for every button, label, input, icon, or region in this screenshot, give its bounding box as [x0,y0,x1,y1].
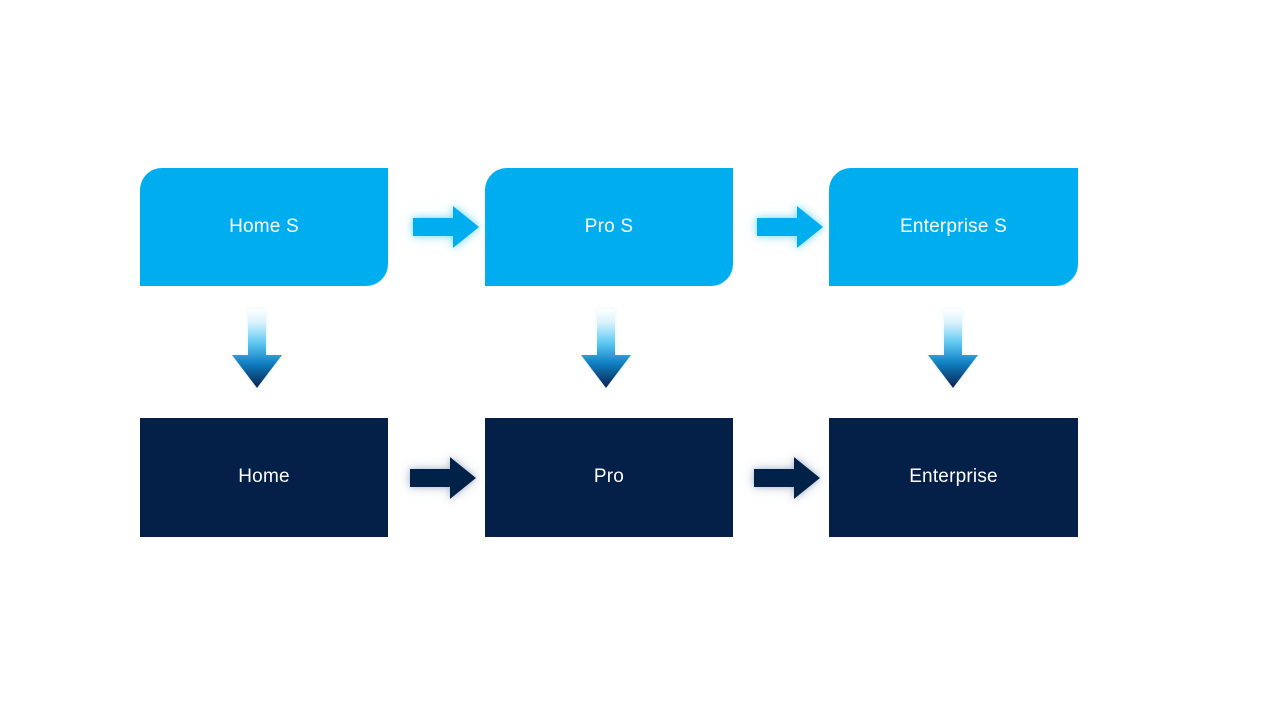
node-enterprise-label: Enterprise [909,466,998,488]
connector-pro-s-to-enterprise-s[interactable] [755,204,825,250]
connector-home-s-to-home[interactable] [230,308,284,390]
node-home[interactable]: Home [140,418,388,537]
node-pro-s-label: Pro S [584,215,634,237]
arrow-right-icon [754,457,820,499]
node-enterprise-s[interactable]: Enterprise S [829,168,1078,286]
connector-home-s-to-pro-s[interactable] [411,204,481,250]
connector-home-to-pro[interactable] [408,455,478,501]
arrow-down-icon [232,309,282,388]
node-home-s-label: Home S [229,215,299,237]
node-enterprise[interactable]: Enterprise [829,418,1078,537]
arrow-down-icon [928,309,978,388]
arrow-right-icon [757,206,823,248]
node-enterprise-s-label: Enterprise S [900,215,1007,237]
connector-enterprise-s-to-enterprise[interactable] [926,308,980,390]
arrow-right-icon [413,206,479,248]
node-home-s[interactable]: Home S [140,168,388,286]
node-pro-s[interactable]: Pro S [485,168,733,286]
node-pro[interactable]: Pro [485,418,733,537]
node-home-label: Home [238,466,290,488]
connector-pro-to-enterprise[interactable] [752,455,822,501]
node-pro-label: Pro [593,466,625,488]
connector-pro-s-to-pro[interactable] [579,308,633,390]
arrow-right-icon [410,457,476,499]
arrow-down-icon [581,309,631,388]
